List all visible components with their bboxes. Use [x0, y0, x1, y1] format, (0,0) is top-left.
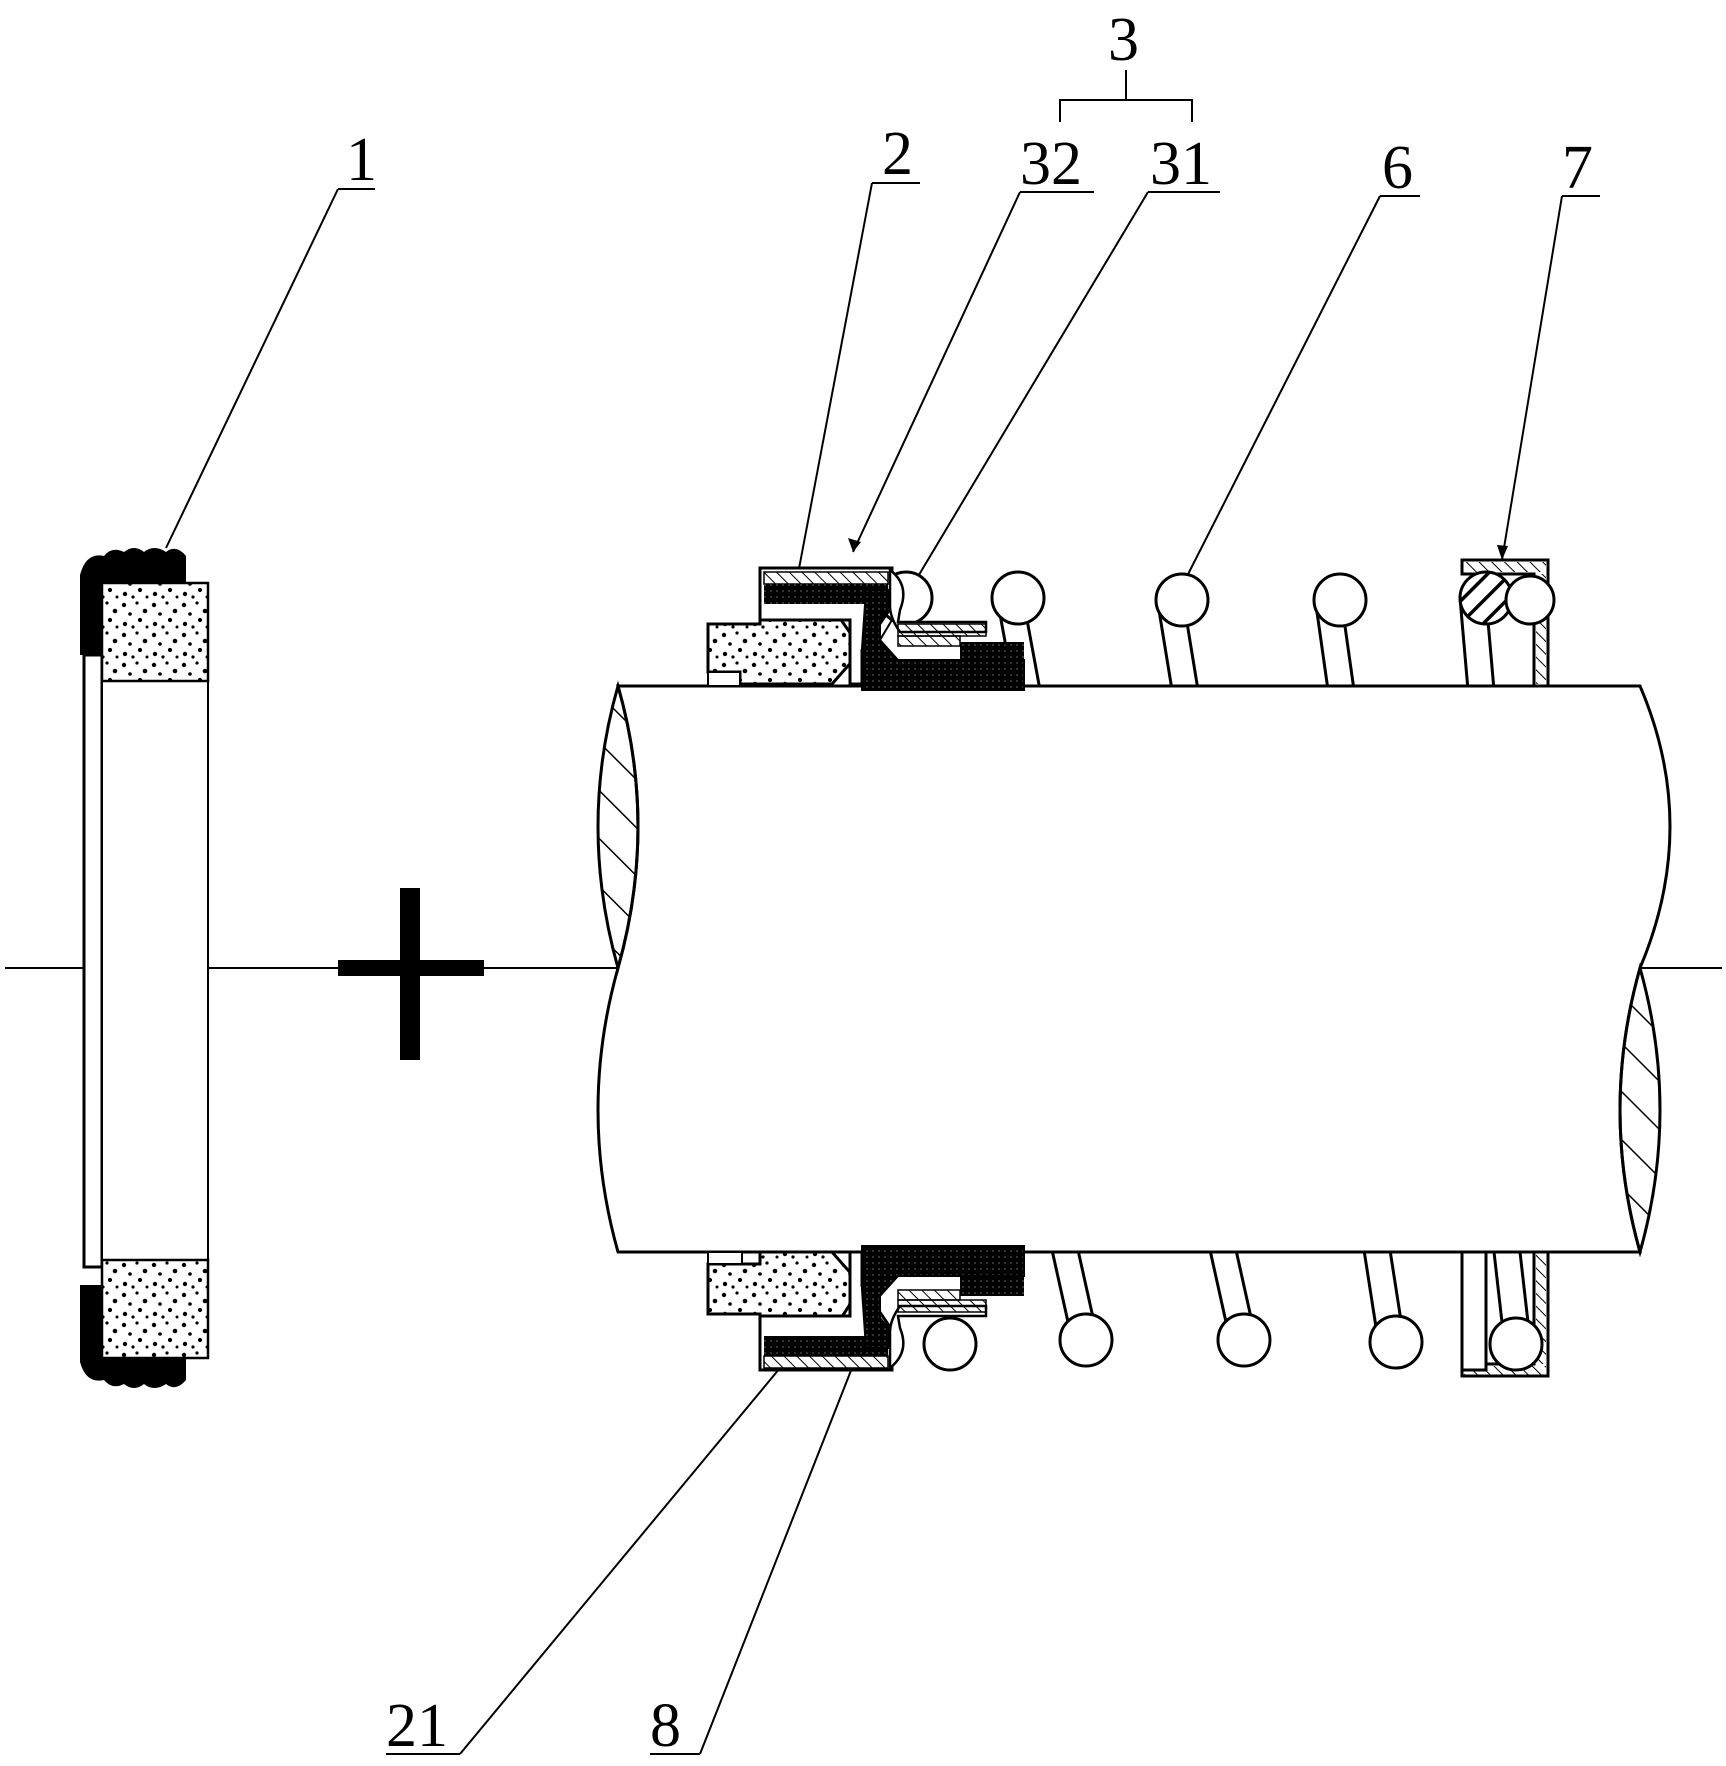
label-8: 8	[650, 1692, 681, 1760]
elastomer-seal-bottom	[80, 1285, 186, 1388]
part-labels: 1 2 3 32 31 6 7 21 8	[346, 6, 1593, 1760]
leader-7	[1501, 195, 1563, 561]
label-1: 1	[346, 126, 377, 194]
part-7-spring-seat-top	[1458, 558, 1556, 688]
spring-top-coils	[878, 570, 1496, 692]
rotating-assembly-bottom	[706, 1245, 1025, 1372]
label-21: 21	[386, 1692, 448, 1760]
ring-bore	[101, 679, 209, 1261]
leader-1	[165, 188, 339, 549]
label-7: 7	[1562, 134, 1593, 202]
plus-sign	[338, 888, 484, 1060]
label-31: 31	[1150, 130, 1212, 198]
elastomer-seal-top	[80, 548, 186, 655]
bracket-3	[1059, 99, 1193, 122]
leader-7-arrowhead	[1497, 545, 1508, 560]
leader-21	[459, 1367, 781, 1755]
leader-lines	[165, 70, 1600, 1755]
seat-7-wire-bottom	[1488, 1316, 1544, 1372]
ring-face-top	[100, 581, 210, 683]
rotating-assembly-top	[706, 566, 1025, 691]
label-2: 2	[882, 120, 913, 188]
ring-face-bottom	[100, 1258, 210, 1360]
label-32: 32	[1020, 130, 1082, 198]
part-1-stationary-ring	[80, 548, 210, 1388]
seat-7-wire-top	[1458, 570, 1514, 626]
shaft-break-left	[596, 680, 640, 974]
shaft-body	[596, 684, 1672, 1254]
part-7-spring-seat-bottom	[1460, 1250, 1550, 1378]
leader-2	[786, 182, 873, 633]
leader-6	[1177, 195, 1381, 595]
label-3: 3	[1108, 6, 1139, 74]
leader-32-arrowhead	[848, 538, 861, 552]
ring-rim	[82, 653, 104, 1269]
bellows-bottom	[861, 1245, 1025, 1349]
seal-face-2-bottom	[706, 1250, 864, 1334]
label-6: 6	[1382, 134, 1413, 202]
shaft	[596, 680, 1672, 1258]
leader-8	[699, 1367, 853, 1755]
leader-32	[852, 191, 1021, 553]
leader-31	[879, 191, 1149, 641]
shaft-break-right	[1618, 962, 1662, 1258]
